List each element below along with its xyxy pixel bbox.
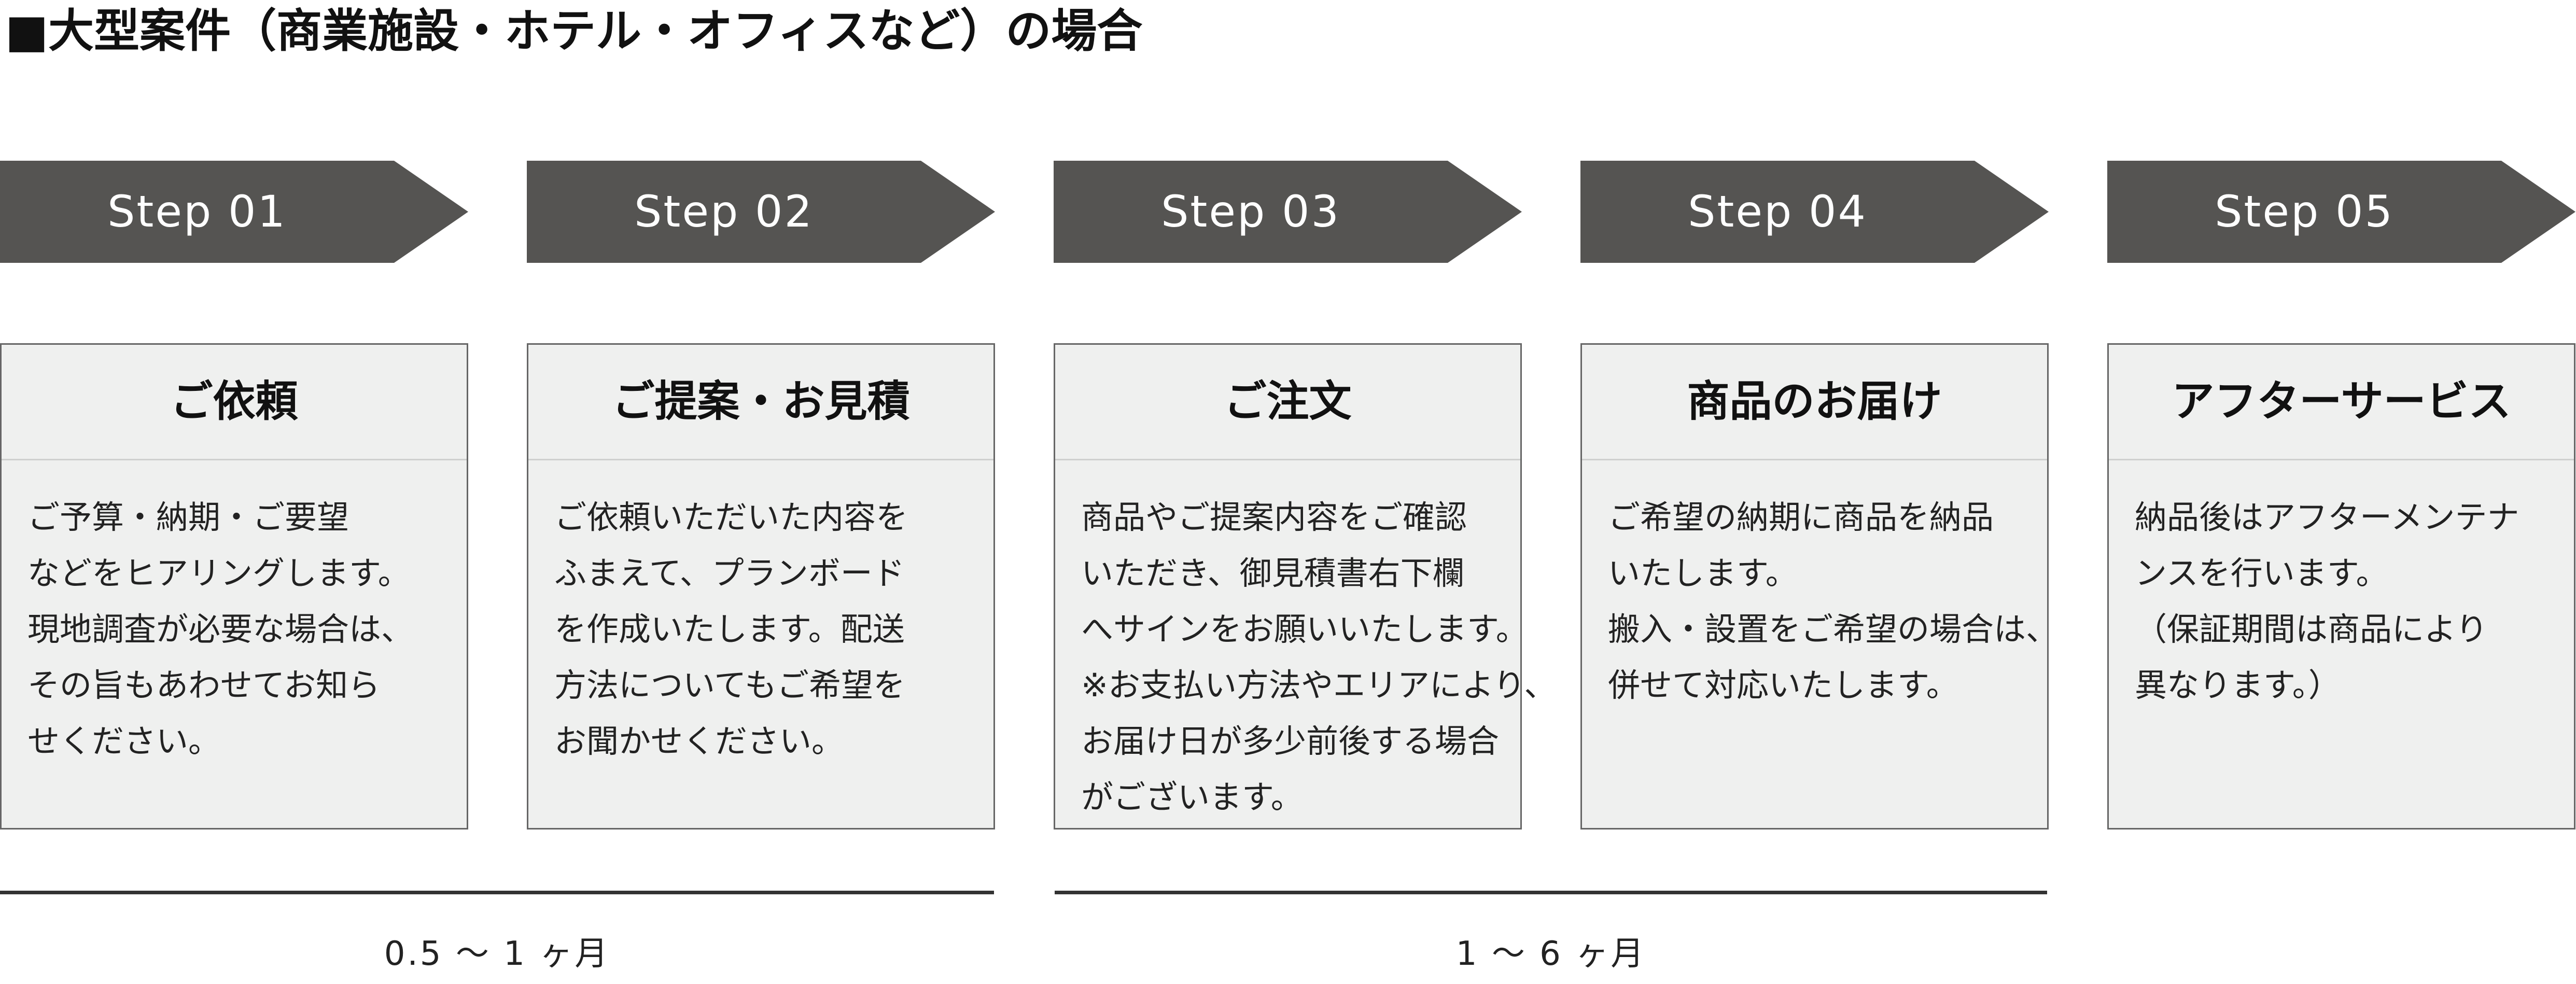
step-description-line: ふまえて、プランボード xyxy=(554,554,905,592)
step-description: 商品やご提案内容をご確認いただき、御見積書右下欄へサインをお願いいたします。 ※お… xyxy=(1055,460,1557,825)
step-description-line: 商品やご提案内容をご確認 xyxy=(1081,498,1467,536)
step-heading: アフターサービス xyxy=(2109,345,2574,460)
step-arrow: Step 03 xyxy=(1054,161,1522,263)
step-arrow: Step 02 xyxy=(527,161,995,263)
step-description: ご依頼いただいた内容をふまえて、プランボードを作成いたします。配送方法についても… xyxy=(528,460,993,769)
step-description-line: ※お支払い方法やエリアにより、 xyxy=(1081,666,1557,704)
step-heading: ご注文 xyxy=(1055,345,1520,460)
step-description-line: お届け日が多少前後する場合 xyxy=(1081,722,1500,760)
step-description-line: ご予算・納期・ご要望 xyxy=(27,498,349,536)
step-description-line: 併せて対応いたします。 xyxy=(1608,666,1958,704)
step-arrow: Step 01 xyxy=(0,161,468,263)
step-description-line: がございます。 xyxy=(1081,778,1303,816)
step-label: Step 01 xyxy=(107,186,287,237)
step-heading: 商品のお届け xyxy=(1582,345,2047,460)
step-description-line: 方法についてもご希望を xyxy=(554,666,906,704)
step-heading: ご依頼 xyxy=(2,345,467,460)
step-description-line: （保証期間は商品により xyxy=(2135,610,2488,648)
step-description-line: せください。 xyxy=(27,722,221,760)
step-heading: ご提案・お見積 xyxy=(528,345,993,460)
step-card: ご注文商品やご提案内容をご確認いただき、御見積書右下欄へサインをお願いいたします… xyxy=(1054,343,1557,830)
step-card: 商品のお届けご希望の納期に商品を納品いたします。搬入・設置をご希望の場合は、併せ… xyxy=(1580,343,2059,830)
step-description-line: ンスを行います。 xyxy=(2135,554,2388,592)
step-description-line: ご希望の納期に商品を納品 xyxy=(1608,498,1994,536)
duration-label-1: 0.5 〜 1 ヶ月 xyxy=(384,935,610,973)
step-description-line: へサインをお願いいたします。 xyxy=(1081,610,1528,648)
step-card: ご依頼ご予算・納期・ご要望などをヒアリングします。現地調査が必要な場合は、その旨… xyxy=(0,343,468,830)
step-description-line: などをヒアリングします。 xyxy=(27,554,410,592)
step-description-line: いただき、御見積書右下欄 xyxy=(1081,554,1465,592)
step-arrow: Step 05 xyxy=(2107,161,2575,263)
duration-line-1 xyxy=(0,891,994,894)
step-description-line: 現地調査が必要な場合は、 xyxy=(27,610,414,648)
page-title: ■大型案件（商業施設・ホテル・オフィスなど）の場合 xyxy=(5,4,1143,58)
step-description: 納品後はアフターメンテナンスを行います。 （保証期間は商品により異なります。） xyxy=(2109,460,2574,713)
step-description-line: いたします。 xyxy=(1608,554,1798,592)
duration-label-2: 1 〜 6 ヶ月 xyxy=(1455,935,1646,973)
duration-line-2 xyxy=(1055,891,2047,894)
step-description-line: ご依頼いただいた内容を xyxy=(554,498,908,536)
step-card: アフターサービス納品後はアフターメンテナンスを行います。 （保証期間は商品により異… xyxy=(2107,343,2575,830)
step-description-line: 異なります。） xyxy=(2135,666,2341,704)
step-label: Step 04 xyxy=(1688,186,1867,237)
step-label: Step 05 xyxy=(2215,186,2394,237)
step-description-line: その旨もあわせてお知ら xyxy=(27,666,381,704)
step-description: ご予算・納期・ご要望などをヒアリングします。現地調査が必要な場合は、その旨もあわ… xyxy=(2,460,467,769)
step-label: Step 02 xyxy=(634,186,814,237)
step-card: ご提案・お見積ご依頼いただいた内容をふまえて、プランボードを作成いたします。配送… xyxy=(527,343,995,830)
step-description-line: お聞かせください。 xyxy=(554,722,844,760)
step-description-line: を作成いたします。配送 xyxy=(554,610,905,648)
step-description: ご希望の納期に商品を納品いたします。搬入・設置をご希望の場合は、併せて対応いたし… xyxy=(1582,460,2059,713)
step-description-line: 搬入・設置をご希望の場合は、 xyxy=(1608,610,2059,648)
step-arrow: Step 04 xyxy=(1580,161,2049,263)
step-description-line: 納品後はアフターメンテナ xyxy=(2135,498,2519,536)
step-label: Step 03 xyxy=(1161,186,1340,237)
